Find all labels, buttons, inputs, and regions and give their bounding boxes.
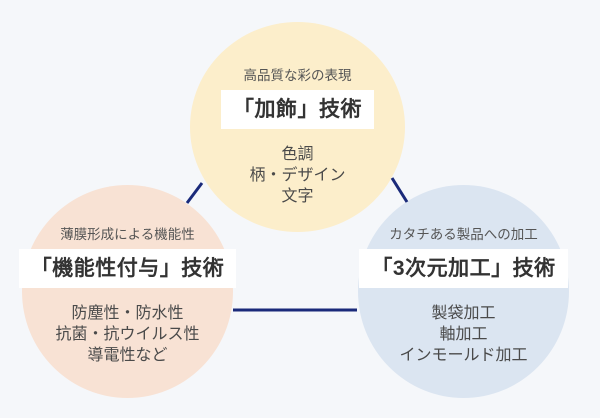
circle-functionality-title-box: 「機能性付与」技術 (18, 249, 237, 288)
circle-decoration-title: 「加飾」技術 (233, 98, 362, 121)
list-item: 抗菌・抗ウイルス性 (55, 326, 200, 343)
circle-functionality-caption: 薄膜形成による機能性 (60, 227, 195, 242)
connector-top-to-left-line (185, 182, 204, 204)
circle-three-dimensional-items: 製袋加工 軸加工 インモールド加工 (399, 303, 527, 366)
circle-decoration-caption: 高品質な彩の表現 (243, 68, 352, 83)
list-item: 防塵性・防水性 (71, 305, 184, 322)
list-item: 導電性など (87, 347, 168, 364)
circle-functionality: 薄膜形成による機能性 「機能性付与」技術 防塵性・防水性 抗菌・抗ウイルス性 導… (18, 185, 237, 398)
circle-three-dimensional-title: 「3次元加工」技術 (371, 257, 556, 280)
list-item: インモールド加工 (399, 347, 528, 364)
connector-top-to-right-line (390, 177, 409, 203)
circle-decoration-items: 色調 柄・デザイン 文字 (249, 144, 345, 207)
circle-three-dimensional-caption: カタチある製品への加工 (389, 227, 538, 242)
list-item: 製袋加工 (431, 305, 496, 322)
circle-functionality-items: 防塵性・防水性 抗菌・抗ウイルス性 導電性など (55, 303, 199, 366)
list-item: 文字 (281, 188, 314, 205)
list-item: 柄・デザイン (249, 167, 346, 184)
list-item: 色調 (281, 146, 314, 163)
circle-three-dimensional: カタチある製品への加工 「3次元加工」技術 製袋加工 軸加工 インモールド加工 (358, 185, 569, 398)
circle-decoration-title-box: 「加飾」技術 (221, 90, 374, 129)
list-item: 軸加工 (439, 326, 488, 343)
circle-decoration: 高品質な彩の表現 「加飾」技術 色調 柄・デザイン 文字 (190, 22, 405, 232)
circle-functionality-title: 「機能性付与」技術 (30, 257, 225, 280)
circle-three-dimensional-title-box: 「3次元加工」技術 (359, 249, 568, 288)
